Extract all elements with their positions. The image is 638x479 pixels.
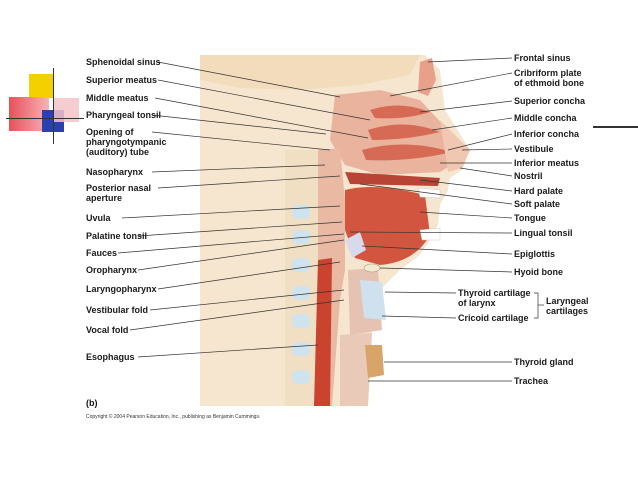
- label-middle-concha: Middle concha: [514, 113, 577, 123]
- label-lingual-tonsil: Lingual tonsil: [514, 228, 573, 238]
- decor-right-rule: [593, 126, 638, 128]
- label-tongue: Tongue: [514, 213, 546, 223]
- label-of-ethmoid-bone: of ethmoid bone: [514, 78, 584, 88]
- label-uvula: Uvula: [86, 213, 111, 223]
- label-epiglottis: Epiglottis: [514, 249, 555, 259]
- label-nostril: Nostril: [514, 171, 543, 181]
- label-of-larynx: of larynx: [458, 298, 496, 308]
- label-hyoid-bone: Hyoid bone: [514, 267, 563, 277]
- label-laryngeal: Laryngeal: [546, 296, 589, 306]
- label-inferior-meatus: Inferior meatus: [514, 158, 580, 168]
- decor-horizontal-line: [6, 118, 84, 119]
- decor-vertical-line: [53, 68, 54, 144]
- label-frontal-sinus: Frontal sinus: [514, 53, 571, 63]
- label-aperture: aperture: [86, 193, 123, 203]
- label-palatine-tonsil: Palatine tonsil: [86, 231, 148, 241]
- label-hard-palate: Hard palate: [514, 186, 564, 196]
- decor-yellow-square: [29, 74, 53, 98]
- label-thyroid-cartilage: Thyroid cartilage: [458, 288, 531, 298]
- label-fauces: Fauces: [86, 248, 118, 258]
- label-cricoid-cartilage: Cricoid cartilage: [458, 313, 529, 323]
- label-pharyngeal-tonsil: Pharyngeal tonsil: [86, 110, 162, 120]
- label-thyroid-gland: Thyroid gland: [514, 357, 574, 367]
- label-laryngopharynx: Laryngopharynx: [86, 284, 157, 294]
- label-cribriform-plate: Cribriform plate: [514, 68, 582, 78]
- panel-letter: (b): [86, 398, 98, 408]
- label-pharyngotympanic: pharyngotympanic: [86, 137, 167, 147]
- label-superior-meatus: Superior meatus: [86, 75, 158, 85]
- label-oropharynx: Oropharynx: [86, 265, 138, 275]
- label-sphenoidal-sinus: Sphenoidal sinus: [86, 57, 161, 67]
- label-nasopharynx: Nasopharynx: [86, 167, 144, 177]
- label-cartilages: cartilages: [546, 306, 589, 316]
- label-vestibule: Vestibule: [514, 144, 554, 154]
- label-inferior-concha: Inferior concha: [514, 129, 580, 139]
- label-vocal-fold: Vocal fold: [86, 325, 129, 335]
- label-superior-concha: Superior concha: [514, 96, 586, 106]
- label-posterior-nasal: Posterior nasal: [86, 183, 152, 193]
- label-auditory-tube: (auditory) tube: [86, 147, 149, 157]
- label-trachea: Trachea: [514, 376, 549, 386]
- label-esophagus: Esophagus: [86, 352, 135, 362]
- label-vestibular-fold: Vestibular fold: [86, 305, 149, 315]
- label-middle-meatus: Middle meatus: [86, 93, 149, 103]
- label-opening-of: Opening of: [86, 127, 134, 137]
- label-soft-palate: Soft palate: [514, 199, 561, 209]
- copyright-notice: Copyright © 2004 Pearson Education, Inc.…: [86, 414, 261, 420]
